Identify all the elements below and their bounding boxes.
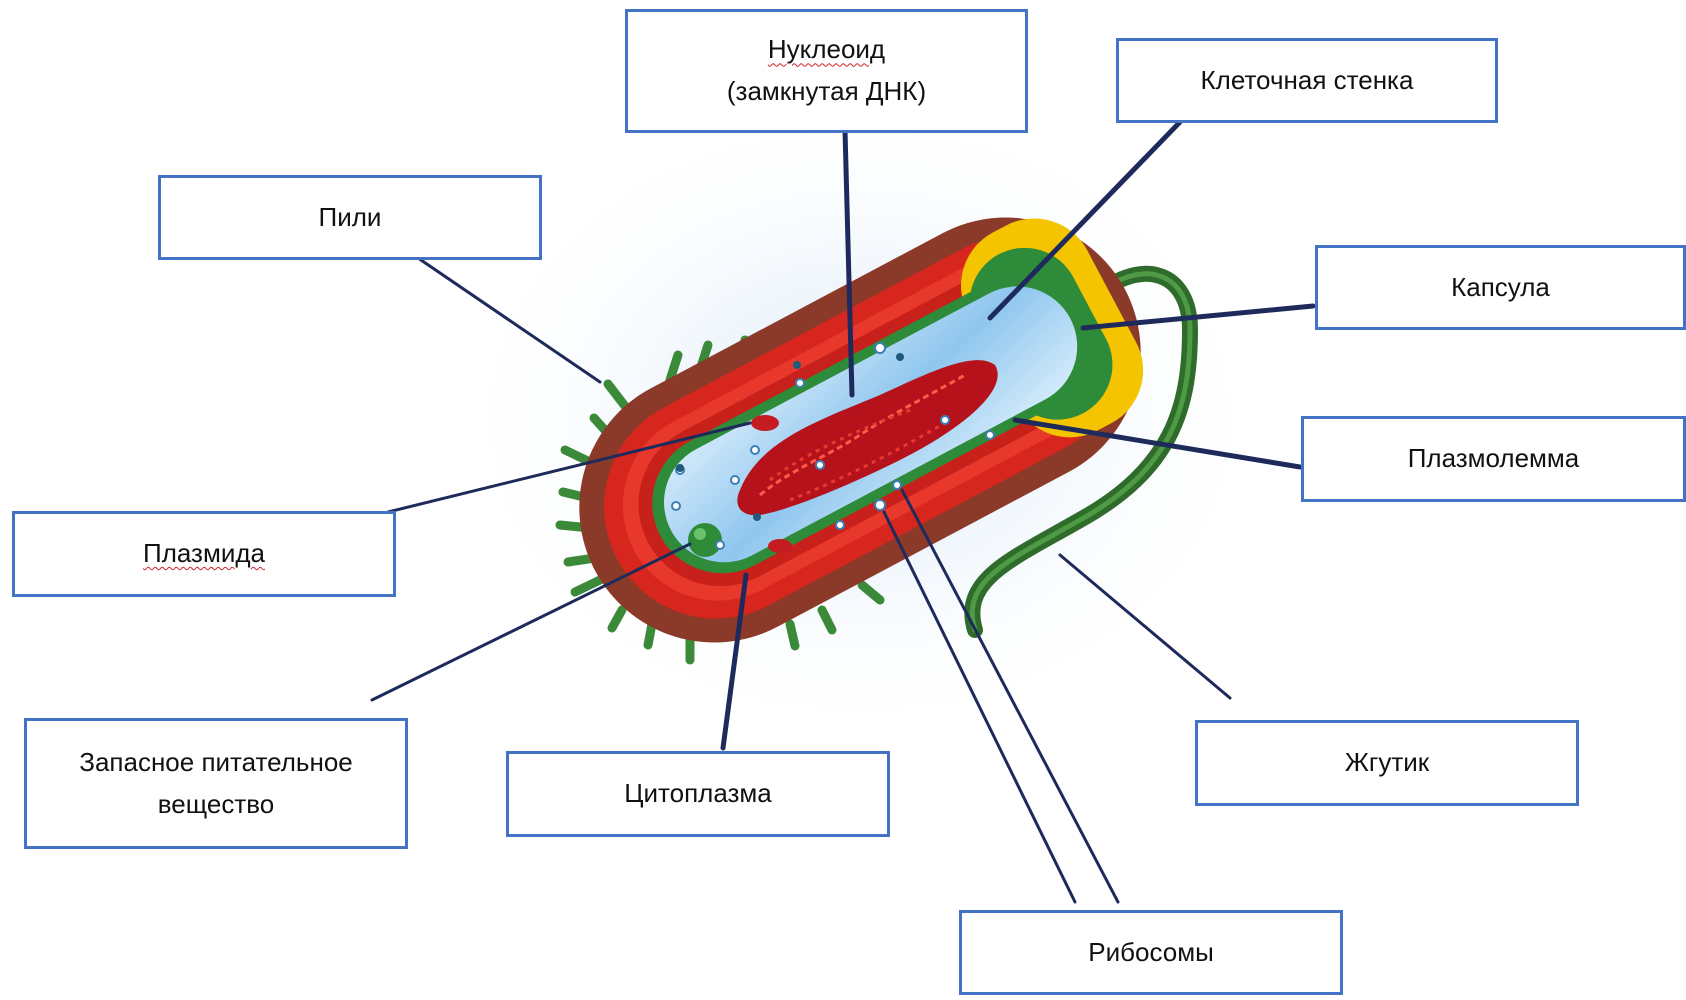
label-cell-wall-text: Клеточная стенка bbox=[1201, 60, 1414, 102]
label-pili-text: Пили bbox=[319, 197, 382, 239]
label-ribosomes-text: Рибосомы bbox=[1088, 932, 1214, 974]
label-nucleoid-line2: (замкнутая ДНК) bbox=[727, 71, 926, 113]
label-cytoplasm: Цитоплазма bbox=[506, 751, 890, 837]
plasmid-shape-2 bbox=[768, 539, 792, 553]
label-reserve-line1: Запасное питательное bbox=[79, 742, 353, 784]
label-cell-wall: Клеточная стенка bbox=[1116, 38, 1498, 123]
label-plasmolemma: Плазмолемма bbox=[1301, 416, 1686, 502]
label-plasmid: Плазмида bbox=[12, 511, 396, 597]
label-flagellum-text: Жгутик bbox=[1345, 742, 1429, 784]
reserve-granule bbox=[688, 523, 722, 557]
label-flagellum: Жгутик bbox=[1195, 720, 1579, 806]
label-pili: Пили bbox=[158, 175, 542, 260]
label-ribosomes: Рибосомы bbox=[959, 910, 1343, 995]
label-reserve-line2: вещество bbox=[79, 784, 353, 826]
label-reserve-nutrient: Запасное питательное вещество bbox=[24, 718, 408, 849]
plasmid-shape bbox=[751, 415, 779, 431]
label-nucleoid: Нуклеоид (замкнутая ДНК) bbox=[625, 9, 1028, 133]
label-capsule-text: Капсула bbox=[1451, 267, 1550, 309]
label-capsule: Капсула bbox=[1315, 245, 1686, 330]
label-nucleoid-line1: Нуклеоид bbox=[727, 29, 926, 71]
label-plasmolemma-text: Плазмолемма bbox=[1408, 438, 1580, 480]
label-cytoplasm-text: Цитоплазма bbox=[624, 773, 772, 815]
label-plasmid-text: Плазмида bbox=[143, 533, 265, 575]
